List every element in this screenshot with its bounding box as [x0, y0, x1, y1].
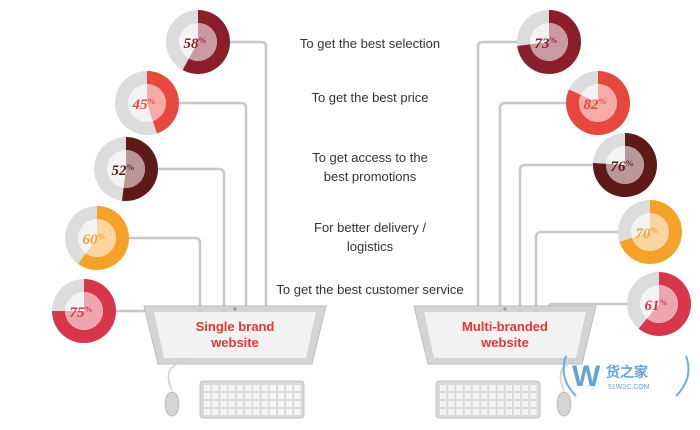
donut-value-0-3: 60% — [83, 232, 106, 248]
wire-right-1 — [498, 101, 570, 311]
donut-marks: 58% 45% 52% 60% 75% 73% 82% 76% 70% 61% — [52, 10, 691, 343]
donut-value-0-1: 45% — [132, 97, 156, 113]
wire-left-2 — [154, 167, 226, 311]
donut-multi-2: 76% — [593, 133, 658, 197]
donut-value-0-2: 52% — [112, 163, 135, 179]
donut-value-1-3: 70% — [636, 226, 659, 242]
screen-label-1-1: website — [480, 335, 529, 350]
donut-value-1-1: 82% — [584, 97, 607, 113]
donut-multi-3: 70% — [618, 200, 682, 264]
keyboard-1 — [435, 380, 541, 419]
reason-label-3-1: logistics — [347, 239, 394, 254]
wire-left-1 — [175, 101, 248, 311]
screen-label-0-1: website — [210, 335, 259, 350]
donut-multi-0: 73% — [517, 10, 581, 74]
screen-label-1-0: Multi-branded — [462, 319, 548, 334]
donut-value-1-4: 61% — [645, 298, 668, 314]
reason-label-4-0: To get the best customer service — [276, 282, 463, 297]
donut-value-1-0: 73% — [535, 36, 558, 52]
donut-multi-4: 61% — [627, 272, 691, 336]
donut-single-0: 58% — [166, 10, 230, 74]
reason-labels: To get the best selection To get the best… — [276, 36, 463, 297]
reason-label-1-0: To get the best price — [311, 90, 428, 105]
wire-right-2 — [518, 163, 597, 311]
mouse-0 — [164, 357, 187, 417]
donut-single-4: 75% — [52, 279, 116, 343]
wire-left-0 — [226, 40, 268, 311]
wire-left-3 — [125, 236, 202, 311]
mouse-1 — [556, 357, 579, 417]
donut-value-0-0: 58% — [184, 36, 207, 52]
reason-label-3-0: For better delivery / — [314, 220, 426, 235]
reason-label-2-1: best promotions — [324, 169, 417, 184]
watermark-url: 51W2C.COM — [608, 384, 650, 391]
svg-text:W: W — [572, 360, 601, 393]
screen-label-0-0: Single brand — [196, 319, 275, 334]
reason-label-0-0: To get the best selection — [300, 36, 440, 51]
donut-single-2: 52% — [94, 137, 159, 201]
donut-single-1: 45% — [115, 71, 179, 135]
donut-single-3: 60% — [65, 206, 129, 270]
wire-right-0 — [476, 40, 521, 311]
donut-value-0-4: 75% — [70, 305, 93, 321]
keyboard-0 — [199, 380, 305, 419]
donut-multi-1: 82% — [565, 71, 630, 135]
reason-label-2-0: To get access to the — [312, 150, 428, 165]
watermark-brand: 货之家 — [605, 364, 649, 380]
wire-right-3 — [534, 230, 622, 311]
donut-value-1-2: 76% — [611, 159, 634, 175]
